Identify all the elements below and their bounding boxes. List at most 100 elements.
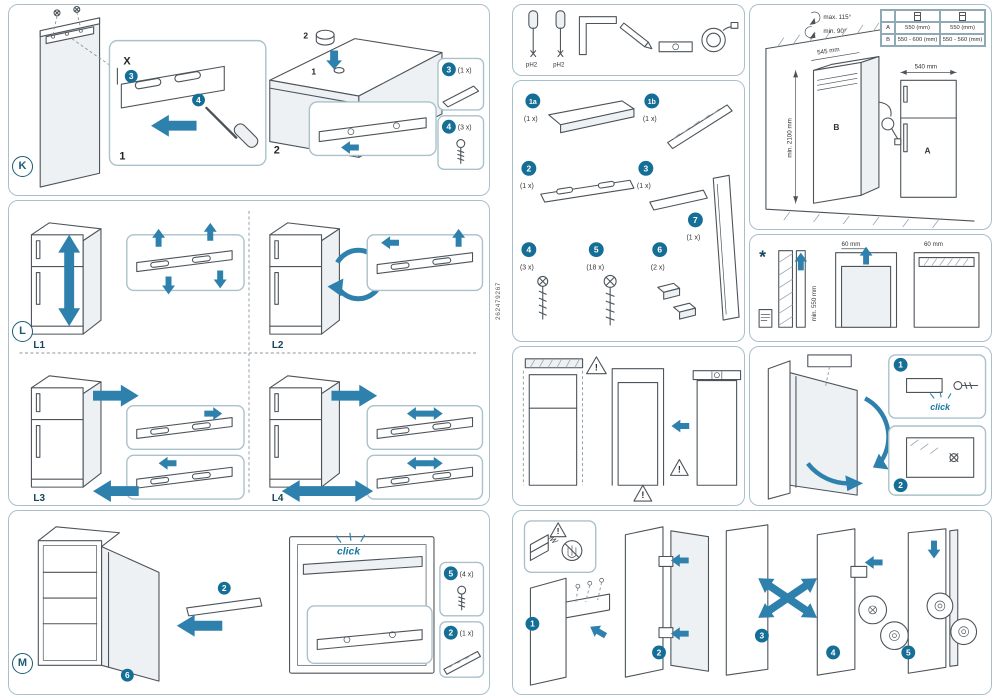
section-label-l: L (12, 321, 33, 342)
part-1b: 1b (1 x) (643, 93, 733, 150)
panel-l: L1 L2 L3 L4 (8, 200, 490, 506)
letter-a-label: A (925, 146, 931, 156)
svg-text:1b: 1b (648, 99, 656, 106)
hand-warning-icon (561, 540, 583, 562)
spacer-part-icon (657, 282, 696, 320)
cabinet-door-panel-drawing (39, 5, 112, 188)
part-quantity: (1 x) (524, 116, 538, 123)
door-swing-note-max: max. 115° (809, 11, 852, 25)
svg-text:!: ! (641, 490, 644, 500)
cover-cap-detail-icon (889, 630, 900, 641)
strip-part-icon (443, 650, 482, 675)
step-1-badge (893, 357, 908, 372)
panel-l-illustration: L1 L2 L3 L4 (19, 210, 484, 504)
fridge-top-cap-drawing: 2 1 2 (269, 29, 443, 158)
fridge-icon (914, 11, 921, 21)
warning-triangle-icon (549, 522, 567, 538)
part-4-badge (192, 93, 205, 107)
cover-cap-detail-icon (934, 600, 946, 612)
niche-depth-label: min. 550 mm (811, 286, 818, 322)
hinge-step-4-drawing: 4 (816, 528, 909, 676)
warning-triangle-icon: ! (669, 459, 689, 476)
open-door-drawing (767, 354, 858, 500)
cap-icon (315, 29, 335, 46)
open-fridge-drawing: 6 (37, 526, 160, 682)
warning-triangle-icon: ! (585, 356, 607, 375)
panel-m-illustration: 6 2 click 5 (4 x) 2 (1 x) (37, 526, 485, 682)
step-2-label: 2 (274, 144, 280, 156)
refrigerator-side-drawing: B (812, 55, 880, 204)
table-corner-cell (881, 10, 895, 22)
power-cable-icon (701, 21, 739, 53)
depth-label: 545 mm (817, 46, 840, 56)
svg-text:4: 4 (527, 245, 532, 255)
svg-text:5: 5 (594, 245, 599, 255)
width-label: 540 mm (915, 63, 938, 70)
part-7: 7 (1 x) (686, 174, 740, 321)
pinch-warning-inset: ! (523, 520, 597, 574)
slide-left-arrow-icon (176, 614, 223, 637)
svg-text:2: 2 (527, 163, 532, 173)
ventilation-illustration: * min. 550 mm 60 mm 60 mm (758, 241, 980, 328)
cap-step-2-label: 2 (303, 31, 308, 41)
level-icon (658, 41, 693, 53)
svg-text:3: 3 (447, 64, 452, 74)
table-cell: 550 - 560 (mm) (940, 34, 985, 46)
section-label-m: M (12, 653, 33, 674)
rail-insert-drawing: 2 (176, 581, 263, 637)
rating-label-icon (758, 309, 773, 328)
part-quantity: (18 x) (586, 264, 604, 271)
adjustment-l2-drawing: L2 (269, 222, 484, 351)
table-row-label: B (881, 34, 895, 46)
push-in-arrow-icon (671, 419, 690, 433)
asterisk-note: * (759, 246, 766, 266)
vent-duct-drawing (778, 250, 808, 328)
level-check-drawing (692, 370, 742, 486)
screw-icon (949, 453, 959, 463)
section-label-k: K (12, 156, 33, 177)
step-2-badge (893, 478, 908, 493)
part-2: 2 (1 x) (520, 160, 635, 203)
label-l2: L2 (272, 340, 284, 351)
inset-part-badge (443, 625, 458, 640)
refrigerator-front-drawing: A (900, 79, 957, 198)
room-height-label: min. 2100 mm (787, 118, 794, 157)
screwdriver-icon (205, 106, 259, 148)
part-3: 3 (1 x) (637, 160, 708, 211)
fridge-icon (959, 11, 966, 21)
hinge-steps-illustration: ! 1 2 3 (523, 520, 978, 686)
bracket-mounting-inset: X 3 4 1 (108, 39, 267, 167)
svg-text:1a: 1a (529, 99, 537, 106)
svg-text:2: 2 (448, 628, 453, 638)
depth-dimension: 545 mm (811, 46, 860, 61)
part-2-badge (217, 581, 231, 595)
cabinet-front-vent-drawing: 60 mm (913, 241, 980, 328)
svg-text:!: ! (557, 527, 560, 536)
svg-text:3: 3 (760, 631, 765, 641)
room-outline-drawing (765, 22, 975, 229)
svg-text:min. 90°: min. 90° (823, 28, 846, 35)
niche-dimensions-table: A 550 (mm) 550 (mm) B 550 - 600 (mm) 550… (880, 9, 986, 47)
clearance-front-drawing (522, 358, 584, 486)
svg-text:5: 5 (448, 568, 453, 578)
part-quantity: (1 x) (458, 67, 472, 74)
x-dimension-label: X (123, 55, 131, 67)
svg-text:5: 5 (906, 647, 911, 657)
adjustment-l4-drawing: L4 (269, 375, 484, 504)
panel-m-part-insets: 5 (4 x) 2 (1 x) (439, 561, 485, 678)
svg-text:!: ! (678, 464, 681, 474)
svg-text:6: 6 (125, 670, 130, 680)
step-badge (754, 628, 769, 643)
svg-text:4: 4 (447, 122, 452, 132)
svg-text:max. 115°: max. 115° (823, 14, 851, 21)
panel-dimensions: max. 115° min. 90° B min. 2100 mm 545 mm… (749, 4, 992, 230)
cover-cap-detail-icon (958, 626, 969, 637)
table-cell: 550 - 600 (mm) (895, 34, 940, 46)
horizontal-adjust-arrow-icon (281, 480, 374, 503)
power-cord-drawing (878, 101, 902, 146)
bracket-part-icon (442, 85, 480, 108)
screw-icon (457, 585, 467, 611)
panel-hinges: ! 1 2 3 (512, 510, 992, 695)
hinge-step-2-drawing: 2 (624, 526, 710, 678)
